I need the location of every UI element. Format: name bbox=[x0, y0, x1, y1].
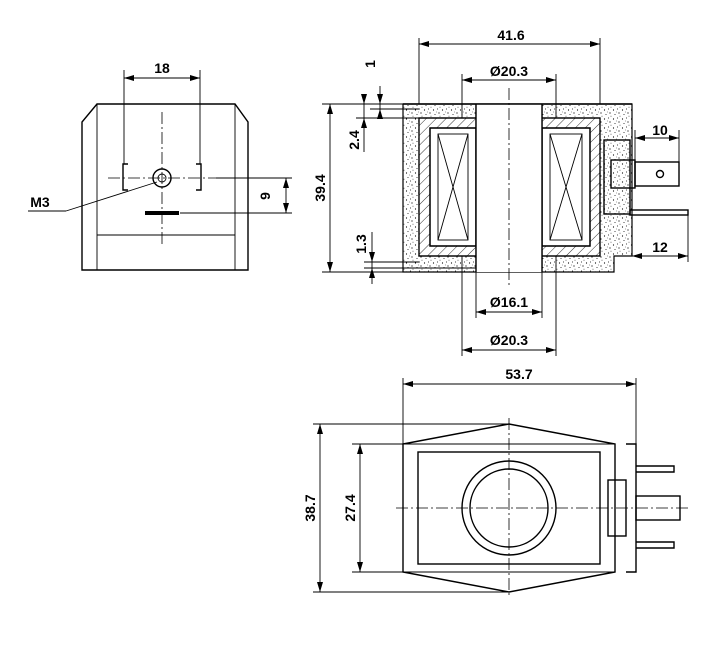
dim-2-4-arrow-top bbox=[361, 94, 367, 104]
dim-27-4-arrow-top bbox=[357, 444, 363, 454]
top-terminal-pin-lower bbox=[636, 541, 675, 549]
top-terminal-pin-upper bbox=[636, 465, 675, 473]
dim-53-7-arrow-right bbox=[626, 381, 636, 387]
dim-53-7-arrow-left bbox=[403, 381, 413, 387]
winding-left-inner bbox=[437, 133, 469, 241]
dim-inner-bore-label: Ø16.1 bbox=[490, 294, 528, 310]
bore-inner-circle bbox=[469, 468, 549, 548]
dim-27-4-label: 27.4 bbox=[342, 494, 358, 521]
terminal-slot-right bbox=[196, 163, 202, 191]
dim-1-arrow-bottom bbox=[377, 109, 383, 119]
dim-10-arrow-left bbox=[635, 135, 645, 141]
dim-12-label: 12 bbox=[652, 239, 668, 255]
dim-1-3-arrow-top bbox=[369, 252, 375, 262]
front-view: 18 M3 9 bbox=[28, 60, 292, 271]
dim-39-4-arrow-bottom bbox=[327, 262, 333, 272]
dim-2-4-arrow-bottom bbox=[361, 118, 367, 128]
dim-18-label: 18 bbox=[154, 60, 170, 76]
dim-39-4-label: 39.4 bbox=[312, 174, 328, 201]
terminal-pin-hole bbox=[655, 169, 665, 179]
dim-2-4-label: 2.4 bbox=[346, 130, 362, 150]
terminal-slot-left bbox=[122, 163, 128, 191]
dim-38-7-arrow-top bbox=[317, 424, 323, 434]
dim-top-bore-arrow-left bbox=[462, 77, 472, 83]
dim-9-arrow-bottom bbox=[283, 203, 289, 213]
dim-inner-bore-arrow-right bbox=[532, 309, 542, 315]
dim-9-label: 9 bbox=[257, 192, 273, 200]
earth-terminal-slot bbox=[145, 211, 179, 215]
dim-inner-bore-arrow-left bbox=[476, 309, 486, 315]
dim-12-arrow-right bbox=[678, 253, 688, 259]
dim-bottom-bore-arrow-right bbox=[546, 347, 556, 353]
top-connector-window bbox=[607, 479, 627, 537]
winding-right-inner bbox=[549, 133, 583, 241]
dim-41-6-arrow-left bbox=[419, 41, 429, 47]
dim-27-4-arrow-bottom bbox=[357, 562, 363, 572]
dim-38-7-arrow-bottom bbox=[317, 582, 323, 592]
dim-9-arrow-top bbox=[283, 178, 289, 188]
m3-leader-line bbox=[65, 181, 158, 212]
dim-10-arrow-right bbox=[669, 135, 679, 141]
dim-1-arrow-top bbox=[377, 94, 383, 104]
dim-bottom-bore-arrow-left bbox=[462, 347, 472, 353]
earth-pin bbox=[629, 209, 689, 216]
dim-1-3-arrow-bottom bbox=[369, 268, 375, 278]
winding-left-cross bbox=[437, 133, 469, 241]
section-view: 41.6 Ø20.3 1 2.4 39.4 1.3 bbox=[312, 27, 689, 356]
screw-inner-circle bbox=[157, 173, 167, 183]
dim-41-6-label: 41.6 bbox=[497, 27, 524, 43]
dim-1-label: 1 bbox=[362, 60, 378, 68]
dim-1-3-label: 1.3 bbox=[353, 234, 369, 254]
dim-39-4-arrow-top bbox=[327, 104, 333, 114]
top-view: 53.7 38.7 27.4 bbox=[302, 366, 690, 598]
dim-18-arrow-left bbox=[124, 75, 134, 81]
winding-right-cross bbox=[549, 133, 583, 241]
screw-outer-circle bbox=[152, 168, 172, 188]
dim-12-arrow-left bbox=[632, 253, 642, 259]
dim-18-arrow-right bbox=[190, 75, 200, 81]
dim-10-label: 10 bbox=[652, 122, 668, 138]
dim-41-6-arrow-right bbox=[590, 41, 600, 47]
terminal-housing bbox=[603, 139, 631, 215]
dim-bottom-bore-label: Ø20.3 bbox=[490, 332, 528, 348]
dim-38-7-label: 38.7 bbox=[302, 494, 318, 521]
top-terminal-pin-center bbox=[635, 495, 681, 521]
dim-53-7-label: 53.7 bbox=[505, 366, 532, 382]
bore-outer-circle bbox=[461, 460, 557, 556]
m3-label: M3 bbox=[30, 194, 50, 210]
dim-top-bore-arrow-right bbox=[546, 77, 556, 83]
terminal-pin bbox=[634, 161, 680, 187]
dim-top-bore-label: Ø20.3 bbox=[490, 63, 528, 79]
